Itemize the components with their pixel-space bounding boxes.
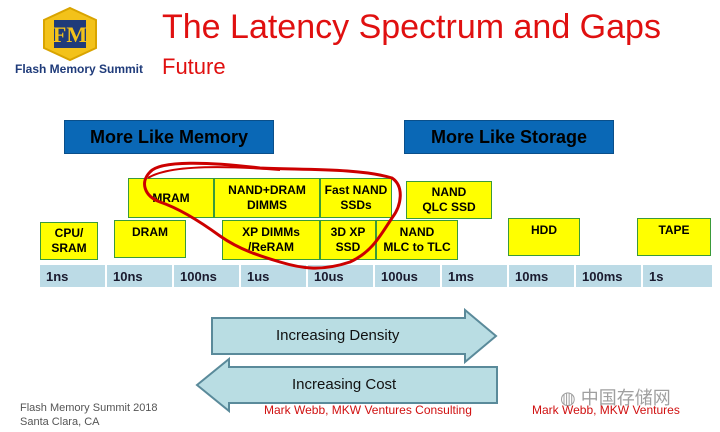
scale-10ms: 10ms xyxy=(509,265,576,287)
nand-dram-dimms-box: NAND+DRAM DIMMS xyxy=(214,178,320,218)
dram-box: DRAM xyxy=(114,220,186,258)
scale-100ns: 100ns xyxy=(174,265,241,287)
density-arrow xyxy=(211,308,498,364)
svg-text:FM: FM xyxy=(53,22,87,47)
scale-1ns: 1ns xyxy=(40,265,107,287)
flash-memory-summit-logo: FM xyxy=(40,6,100,62)
credit-right: Mark Webb, MKW Ventures xyxy=(532,403,680,417)
credit-left: Mark Webb, MKW Ventures Consulting xyxy=(264,403,472,417)
watermark-text: 中国存储网 xyxy=(580,388,671,408)
scale-10us: 10us xyxy=(308,265,375,287)
xp-dimms-reram-box: XP DIMMs /ReRAM xyxy=(222,220,320,260)
footer-location: Santa Clara, CA xyxy=(20,416,100,428)
mram-box: MRAM xyxy=(128,178,214,218)
scale-100ms: 100ms xyxy=(576,265,643,287)
hdd-box: HDD xyxy=(508,218,580,256)
scale-10ns: 10ns xyxy=(107,265,174,287)
logo-text: Flash Memory Summit xyxy=(14,62,144,76)
tape-box: TAPE xyxy=(637,218,711,256)
fast-nand-ssds-box: Fast NAND SSDs xyxy=(320,178,392,218)
scale-1s: 1s xyxy=(643,265,712,287)
more-like-memory-label: More Like Memory xyxy=(64,120,274,154)
increasing-cost-label: Increasing Cost xyxy=(292,376,397,393)
footer-event: Flash Memory Summit 2018 xyxy=(20,402,158,414)
scale-100us: 100us xyxy=(375,265,442,287)
increasing-density-label: Increasing Density xyxy=(276,327,400,344)
more-like-storage-label: More Like Storage xyxy=(404,120,614,154)
scale-1us: 1us xyxy=(241,265,308,287)
page-title: The Latency Spectrum and Gaps xyxy=(162,8,661,46)
wechat-icon: ◍ xyxy=(560,388,576,408)
page-subtitle: Future xyxy=(162,54,226,79)
scale-1ms: 1ms xyxy=(442,265,509,287)
3d-xp-ssd-box: 3D XP SSD xyxy=(320,220,376,260)
nand-mlc-tlc-box: NAND MLC to TLC xyxy=(376,220,458,260)
watermark: ◍ 中国存储网 xyxy=(560,384,671,410)
cost-arrow xyxy=(195,357,498,413)
cpu-sram-box: CPU/ SRAM xyxy=(40,222,98,260)
nand-qlc-ssd-box: NAND QLC SSD xyxy=(406,181,492,219)
